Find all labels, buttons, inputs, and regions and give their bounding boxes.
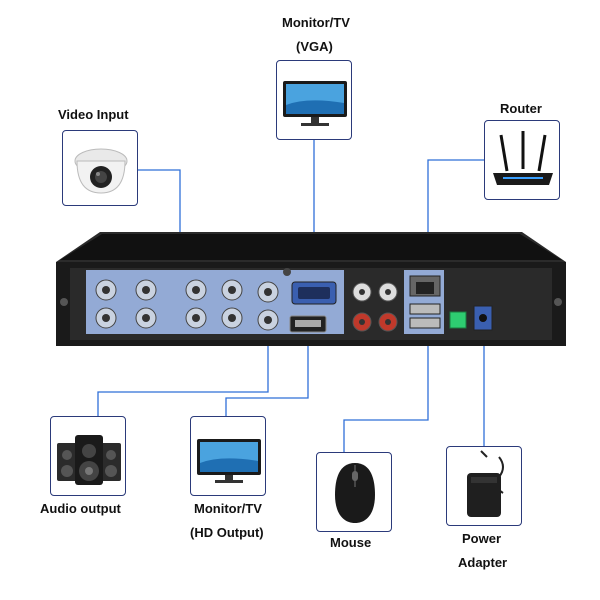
power-adapter-label-line2: Adapter (458, 555, 508, 570)
mouse-icon (335, 463, 375, 523)
vga-monitor-label-line2: (VGA) (296, 39, 333, 54)
power-adapter-icon (467, 450, 504, 517)
mouse-box (316, 452, 392, 532)
audio-output-wire (97, 326, 269, 416)
dome-camera-icon (74, 148, 128, 194)
vga-monitor-label-line1: Monitor/TV (282, 15, 350, 30)
router-icon (493, 131, 553, 185)
power-adapter-box (446, 446, 522, 526)
mouse-wire (343, 330, 429, 452)
router-label: Router (500, 101, 542, 116)
video-input-box (62, 130, 138, 206)
audio-output-box (50, 416, 126, 496)
mouse-label: Mouse (330, 535, 372, 550)
monitor-icon (197, 439, 261, 483)
hd-monitor-label-line2: (HD Output) (190, 525, 264, 540)
hd-monitor-wire (225, 336, 309, 416)
router-box (484, 120, 560, 200)
speakers-icon (57, 435, 121, 485)
video-input-wire (138, 169, 181, 262)
hd-monitor-box (190, 416, 266, 496)
audio-output-label: Audio output (40, 501, 121, 516)
monitor-icon (283, 81, 347, 126)
power-adapter-label-line1: Power (462, 531, 502, 546)
vga-monitor-box (276, 60, 352, 140)
video-input-label: Video Input (58, 107, 129, 122)
hd-monitor-label-line1: Monitor/TV (194, 501, 262, 516)
